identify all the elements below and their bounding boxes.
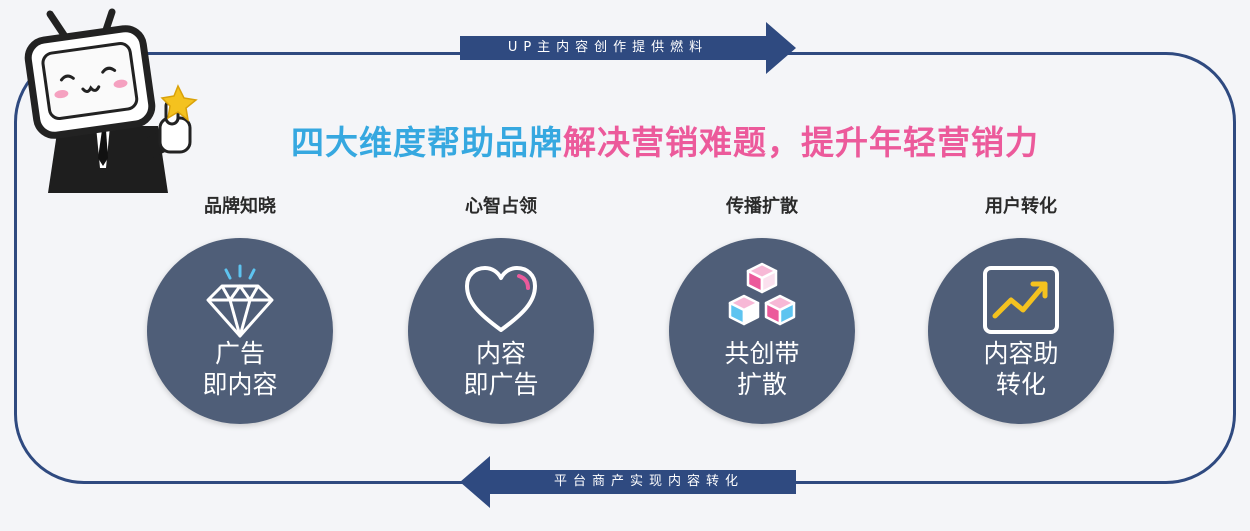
pillar-circle: 共创带 扩散 — [669, 238, 855, 424]
tv-mascot-icon — [24, 8, 198, 193]
right-arrow-icon — [460, 22, 796, 74]
pillar-brand-awareness: 品牌知晓 广告 即内容 — [140, 190, 340, 424]
headline-part-blue: 四大维度帮助品牌 — [291, 123, 563, 162]
pillar-label: 传播扩散 — [726, 196, 798, 217]
bottom-arrow-label: 平台商产实现内容转化 — [553, 474, 744, 489]
pillar-text-line1: 广告 — [214, 339, 265, 368]
pillar-text-line1: 内容 — [475, 339, 526, 368]
pillar-label: 品牌知晓 — [204, 196, 276, 217]
pillar-text: 广告 即内容 — [147, 338, 333, 400]
pillar-circle: 内容助 转化 — [928, 238, 1114, 424]
cubes-icon — [728, 262, 796, 326]
headline-part-pink: 解决营销难题，提升年轻营销力 — [563, 123, 1039, 162]
diamond-icon — [206, 264, 274, 338]
pillar-text-line2: 转化 — [995, 370, 1046, 399]
heart-icon — [465, 266, 537, 332]
pillar-label: 心智占领 — [465, 196, 537, 217]
pillar-text: 内容 即广告 — [408, 338, 594, 400]
pillar-text-line1: 内容助 — [983, 339, 1059, 368]
headline: 四大维度帮助品牌解决营销难题，提升年轻营销力 — [0, 116, 1250, 164]
pillar-mind-share: 心智占领 内容 即广告 — [401, 190, 601, 424]
pillar-conversion: 用户转化 内容助 转化 — [921, 190, 1121, 424]
pillar-circle: 内容 即广告 — [408, 238, 594, 424]
pillar-text-line1: 共创带 — [724, 339, 800, 368]
pillar-circle: 广告 即内容 — [147, 238, 333, 424]
bottom-flow-arrow: 平台商产实现内容转化 — [460, 456, 796, 508]
top-arrow-label: UP主内容创作提供燃料 — [507, 40, 709, 55]
pillar-text: 共创带 扩散 — [669, 338, 855, 400]
top-flow-arrow: UP主内容创作提供燃料 — [460, 22, 796, 74]
pillar-text-line2: 即内容 — [202, 370, 278, 399]
pillar-text-line2: 即广告 — [463, 370, 539, 399]
pillar-text: 内容助 转化 — [928, 338, 1114, 400]
pillar-label: 用户转化 — [985, 196, 1057, 217]
pillar-text-line2: 扩散 — [736, 370, 787, 399]
growth-chart-icon — [983, 266, 1059, 334]
left-arrow-icon — [460, 456, 796, 508]
pillar-spread: 传播扩散 共创带 扩散 — [662, 190, 862, 424]
